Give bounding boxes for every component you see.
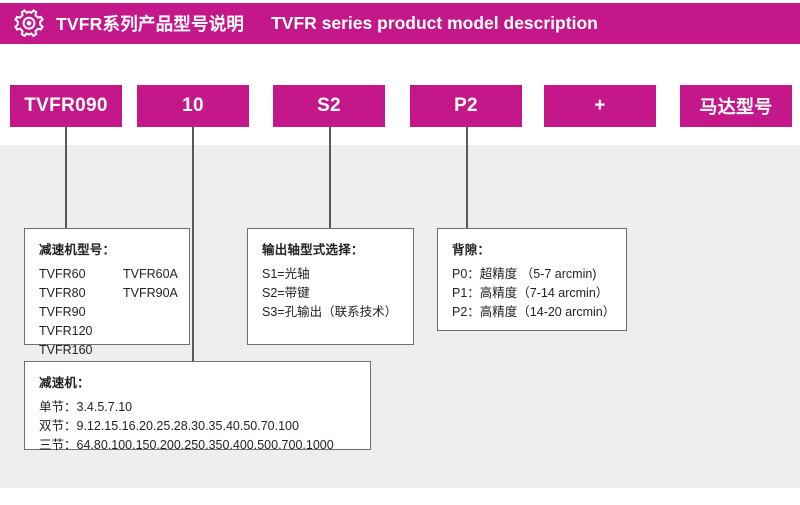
list-item: P2：高精度（14-20 arcmin） <box>452 305 616 319</box>
list-item: 双节：9.12.15.16.20.25.28.30.35.40.50.70.10… <box>39 419 299 433</box>
gear-icon <box>14 8 44 37</box>
list-item: TVFR120 <box>39 322 177 341</box>
connector-line-ratio <box>192 127 194 362</box>
list-item: 三节：64.80.100.150.200.250.350.400.500.700… <box>39 438 334 452</box>
detail-box-gearbox-model: 减速机型号： TVFR60 TVFR60A TVFR80 TVFR90A TVF… <box>24 228 190 357</box>
list-item: P1：高精度（7-14 arcmin） <box>452 286 609 300</box>
model-segment-shaft-type[interactable]: S2 <box>273 85 385 127</box>
header-title-english: TVFR series product model description <box>271 13 598 33</box>
list-item: TVFR60 TVFR60A <box>39 265 178 284</box>
list-item: S1=光轴 <box>262 267 310 281</box>
list-item: TVFR160 <box>39 341 177 360</box>
model-name-right: TVFR90A <box>123 286 178 300</box>
model-segment-plus[interactable]: + <box>544 85 656 127</box>
list-item: S3=孔输出（联系技术） <box>262 305 398 319</box>
model-segment-backlash[interactable]: P2 <box>410 85 522 127</box>
model-segment-motor-model[interactable]: 马达型号 <box>680 85 792 127</box>
detail-title-reduction-ratio: 减速机： <box>39 376 90 390</box>
detail-box-output-shaft-type: 输出轴型式选择： S1=光轴 S2=带键 S3=孔输出（联系技术） <box>247 228 414 345</box>
list-item: TVFR80 TVFR90A <box>39 284 178 303</box>
header-bar: TVFR系列产品型号说明 TVFR series product model d… <box>0 3 800 44</box>
connector-line-gearbox-model <box>65 127 67 229</box>
model-segment-gearbox-model[interactable]: TVFR090 <box>10 85 122 127</box>
model-segment-ratio[interactable]: 10 <box>137 85 249 127</box>
model-name-left: TVFR160 <box>39 343 93 357</box>
connector-line-backlash <box>466 127 468 229</box>
model-name-left: TVFR60 <box>39 267 86 281</box>
connector-line-shaft-type <box>329 127 331 229</box>
detail-title-backlash: 背隙： <box>452 243 491 257</box>
detail-box-backlash: 背隙： P0：超精度 （5-7 arcmin) P1：高精度（7-14 arcm… <box>437 228 627 331</box>
header-title-chinese: TVFR系列产品型号说明 <box>56 14 245 34</box>
detail-box-reduction-ratio: 减速机： 单节：3.4.5.7.10 双节：9.12.15.16.20.25.2… <box>24 361 371 452</box>
model-name-left: TVFR90 <box>39 305 86 319</box>
model-name-right: TVFR60A <box>123 267 178 281</box>
model-name-left: TVFR80 <box>39 286 86 300</box>
list-item: P0：超精度 （5-7 arcmin) <box>452 267 597 281</box>
detail-title-output-shaft-type: 输出轴型式选择： <box>262 243 364 257</box>
list-item: 单节：3.4.5.7.10 <box>39 400 133 414</box>
detail-title-gearbox-model: 减速机型号： <box>39 243 116 257</box>
list-item: S2=带键 <box>262 286 310 300</box>
model-name-left: TVFR120 <box>39 324 93 338</box>
list-item: TVFR90 <box>39 303 177 322</box>
